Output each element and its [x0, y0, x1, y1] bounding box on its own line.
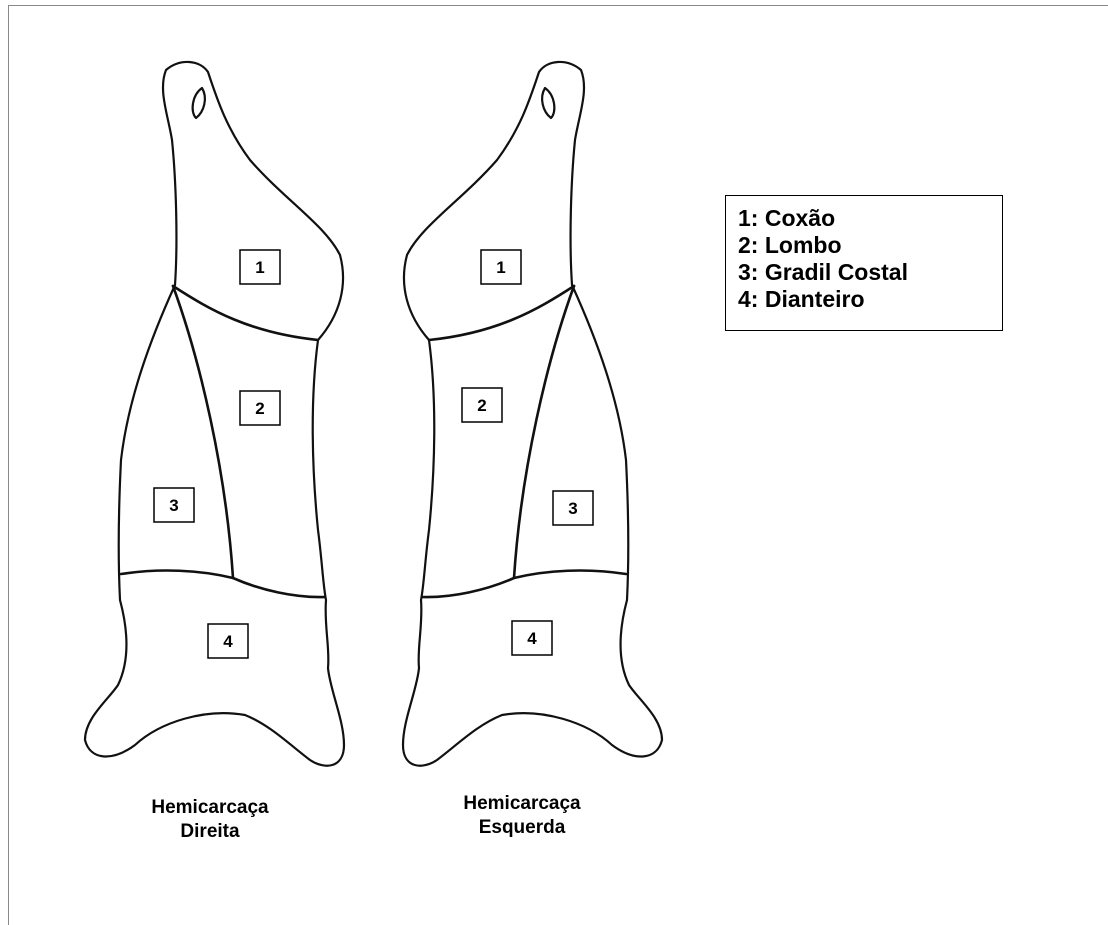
right-badge-4-label: 4 [223, 632, 233, 651]
left-hook-hole [542, 88, 554, 118]
right-half-carcass: 1 2 3 4 [85, 62, 344, 766]
left-cut-3-4 [422, 571, 626, 598]
left-cut-2-3 [514, 286, 574, 578]
right-hook-hole [193, 88, 205, 118]
left-badge-2-label: 2 [477, 396, 486, 415]
legend-item-gradil-costal: 3: Gradil Costal [738, 259, 1002, 286]
left-cut-1-2 [429, 286, 574, 340]
right-badge-2-label: 2 [255, 399, 264, 418]
legend-box: 1: Coxão 2: Lombo 3: Gradil Costal 4: Di… [725, 195, 1003, 331]
right-badge-2: 2 [240, 391, 280, 425]
left-badge-3-label: 3 [568, 499, 577, 518]
right-cut-1-2 [173, 286, 318, 340]
left-badge-1: 1 [481, 250, 521, 284]
left-half-caption: Hemicarcaça Esquerda [422, 792, 622, 840]
right-badge-3-label: 3 [169, 496, 178, 515]
legend-item-coxao: 1: Coxão [738, 205, 1002, 232]
left-half-outline [403, 62, 662, 766]
left-half-carcass [403, 62, 662, 766]
left-badge-3: 3 [553, 491, 593, 525]
left-badge-2: 2 [462, 388, 502, 422]
right-badge-3: 3 [154, 488, 194, 522]
left-badge-4-label: 4 [527, 629, 537, 648]
right-half-caption-line1: Hemicarcaça [110, 796, 310, 820]
left-badges: 1 2 3 4 [462, 250, 593, 655]
left-badge-1-label: 1 [496, 258, 505, 277]
right-badge-1: 1 [240, 250, 280, 284]
left-half-caption-line1: Hemicarcaça [422, 792, 622, 816]
right-cut-2-3 [173, 286, 233, 578]
right-badge-4: 4 [208, 624, 248, 658]
right-half-caption: Hemicarcaça Direita [110, 796, 310, 844]
legend-item-lombo: 2: Lombo [738, 232, 1002, 259]
left-half-caption-line2: Esquerda [422, 816, 622, 840]
right-badge-1-label: 1 [255, 258, 264, 277]
legend-item-dianteiro: 4: Dianteiro [738, 286, 1002, 313]
left-badge-4: 4 [512, 621, 552, 655]
right-cut-3-4 [121, 571, 325, 598]
right-half-outline [85, 62, 344, 766]
right-half-caption-line2: Direita [110, 820, 310, 844]
